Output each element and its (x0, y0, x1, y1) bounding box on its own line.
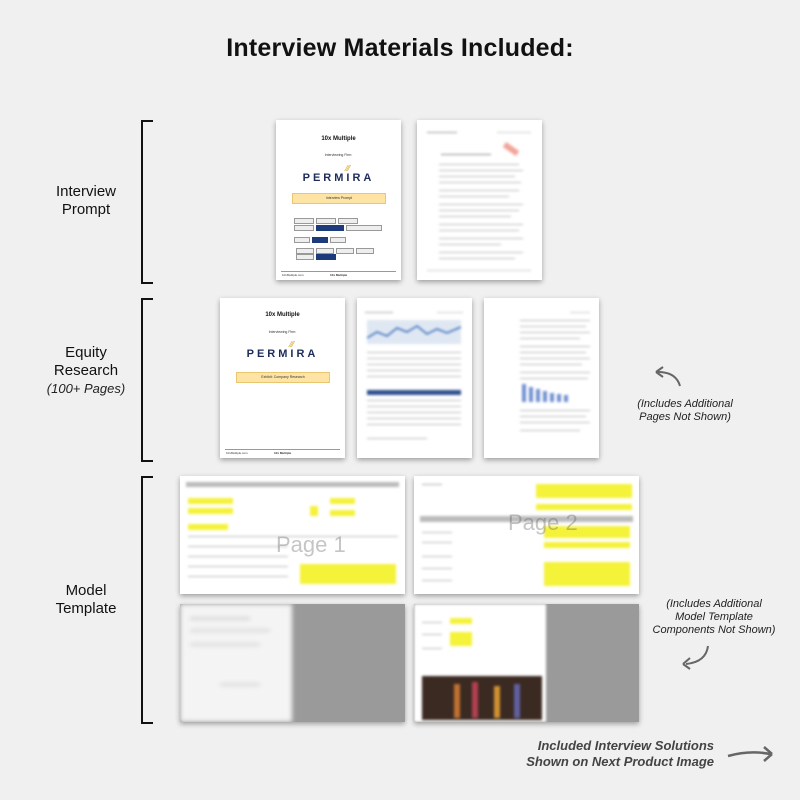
section-label-interview-prompt: Interview Prompt (40, 183, 132, 219)
right-arrow-icon (727, 746, 773, 762)
interview-prompt-bar: Interview Prompt (292, 193, 386, 204)
cover-footer-center: 10x Multiple (274, 451, 292, 455)
cover-footer-left: 10xMultiple.com (282, 273, 304, 277)
equity-research-label-line1: Equity (65, 344, 107, 361)
option-chip (316, 218, 336, 224)
option-chip (346, 225, 382, 231)
permira-logo-mark-icon: ⁄⁄⁄ (290, 340, 295, 349)
permira-logo-mark-icon: ⁄⁄⁄ (346, 164, 351, 173)
section-label-model-template: Model Template (40, 582, 132, 618)
cover-subtitle: Interviewing Firm: (324, 153, 353, 157)
model-template-page-3 (180, 604, 405, 722)
model-template-page-2: Page 2 (414, 476, 639, 594)
curved-arrow-icon (682, 645, 709, 670)
research-note-line2: Pages Not Shown) (639, 411, 731, 423)
model-template-label-line1: Model (65, 582, 107, 599)
solutions-line1: Included Interview Solutions (537, 738, 714, 753)
option-chip-selected (316, 225, 344, 231)
equity-research-chart-page (357, 298, 472, 458)
equity-research-bracket (141, 298, 153, 462)
page-1-watermark: Page 1 (276, 532, 346, 557)
option-chip (296, 254, 314, 260)
solutions-note: Included Interview Solutions Shown on Ne… (470, 738, 714, 770)
equity-research-text-page (484, 298, 599, 458)
model-template-page-1: Page 1 (180, 476, 405, 594)
cover-footer-center: 10x Multiple (330, 273, 348, 277)
cover-brand: 10x Multiple (265, 312, 300, 318)
interview-prompt-label-line2: Prompt (61, 201, 111, 218)
option-chip (330, 237, 346, 243)
equity-research-label-line2: Research (53, 362, 119, 379)
cover-footer-rule (281, 271, 396, 272)
permira-logo: PERMIRA (246, 348, 319, 360)
solutions-line2: Shown on Next Product Image (526, 754, 714, 769)
interview-prompt-bracket (141, 120, 153, 284)
option-chip-selected (316, 254, 336, 260)
research-note-line1: (Includes Additional (637, 398, 733, 410)
interview-prompt-label-line1: Interview (55, 183, 117, 200)
option-chip (336, 248, 354, 254)
option-chip (294, 218, 314, 224)
option-chip (296, 248, 314, 254)
cover-subtitle: Interviewing Firm: (268, 330, 297, 334)
cover-footer-left: 10xMultiple.com (226, 451, 248, 455)
model-note-line1: (Includes Additional (666, 598, 762, 610)
option-chip (294, 225, 314, 231)
equity-research-page-count: (100+ Pages) (46, 381, 126, 396)
page-title: Interview Materials Included: (226, 34, 574, 62)
research-additional-pages-note: (Includes Additional Pages Not Shown) (620, 398, 750, 424)
interview-prompt-text-page (417, 120, 542, 280)
page-2-watermark: Page 2 (508, 510, 578, 535)
model-template-page-4 (414, 604, 639, 722)
interview-prompt-cover-page: 10x Multiple Interviewing Firm: ⁄⁄⁄ PERM… (276, 120, 401, 280)
model-note-line3: Components Not Shown) (652, 624, 776, 636)
bar-chart-icon (522, 384, 568, 402)
option-chip-selected (312, 237, 328, 243)
cover-brand: 10x Multiple (321, 136, 356, 142)
model-additional-components-note: (Includes Additional Model Template Comp… (648, 598, 780, 637)
option-chip (338, 218, 358, 224)
model-template-label-line2: Template (55, 600, 117, 617)
section-label-equity-research: Equity Research (100+ Pages) (40, 344, 132, 398)
stock-chart-line-icon (367, 325, 461, 339)
curved-arrow-icon (655, 366, 681, 387)
research-bar: Exhibit: Company Research (236, 372, 330, 383)
model-template-bracket (141, 476, 153, 724)
model-note-line2: Model Template (675, 611, 753, 623)
cover-footer-rule (225, 449, 340, 450)
equity-research-cover-page: 10x Multiple Interviewing Firm: ⁄⁄⁄ PERM… (220, 298, 345, 458)
option-chip (356, 248, 374, 254)
option-chip (316, 248, 334, 254)
option-chip (294, 237, 310, 243)
permira-logo: PERMIRA (302, 172, 375, 184)
